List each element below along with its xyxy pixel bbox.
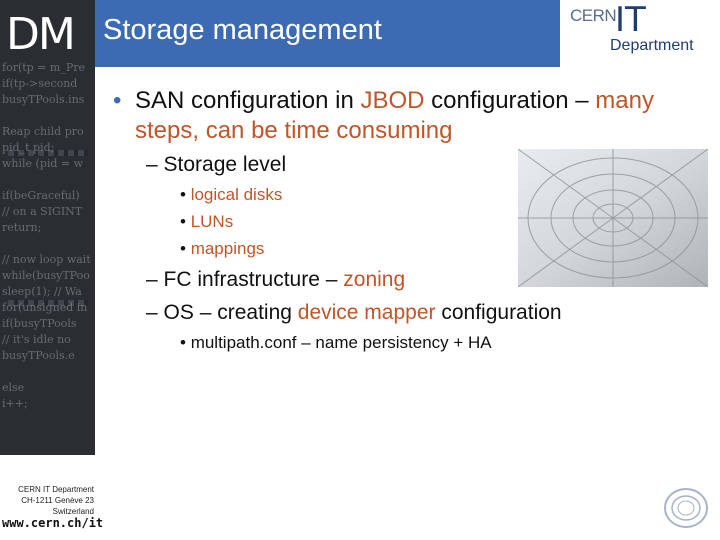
dash-marker: – (146, 301, 158, 324)
item-marker: • (180, 239, 186, 258)
item-text: logical disks (190, 185, 283, 204)
item-marker: • (180, 212, 186, 231)
code-line: busyTPools.ins (2, 93, 85, 106)
bullet-text: configuration – (424, 87, 596, 114)
code-line: busyTPools.e (2, 349, 75, 362)
cern-seal-icon (664, 488, 708, 528)
code-line: if(beGraceful) (2, 189, 80, 202)
footer-country: Switzerland (52, 507, 94, 516)
code-line (2, 108, 95, 124)
department-logo-text: Department (610, 37, 694, 54)
sidebar-code-background: for(tp = m_Pre if(tp->second busyTPools.in… (2, 60, 95, 412)
code-line: pid_t pid; (2, 141, 55, 154)
slide-title: Storage management (103, 14, 382, 46)
bullet-text: SAN configuration in (135, 87, 361, 114)
sidebar-footer (0, 455, 95, 540)
cern-logo-text: CERN (570, 6, 617, 25)
code-line: Reap child pro (2, 125, 84, 138)
sub-bullet-fc-infrastructure: – FC infrastructure – zoning (146, 268, 405, 292)
cern-it-logo: CERN IT Department (560, 0, 720, 67)
dash-marker: – (146, 268, 158, 291)
code-line: // now loop wait (2, 253, 91, 266)
code-line: // it's idle no (2, 333, 71, 346)
code-line: else (2, 381, 25, 394)
sub-bullet-accent: device mapper (297, 301, 436, 324)
code-line (2, 364, 95, 380)
code-line: if(tp->second (2, 77, 78, 90)
code-line: sleep(1); // Wa (2, 285, 82, 298)
header-bar: Storage management CERN IT Department (95, 0, 720, 67)
list-item: • mappings (180, 239, 264, 259)
left-sidebar-panel: for(tp = m_Pre if(tp->second busyTPools.in… (0, 0, 95, 540)
list-item: • multipath.conf – name persistency + HA (180, 333, 492, 353)
item-marker: • (180, 185, 186, 204)
code-line (2, 172, 95, 188)
code-line (2, 236, 95, 252)
code-line: i++; (2, 397, 28, 410)
cobweb-image (518, 149, 708, 287)
item-marker: • (180, 333, 186, 352)
it-logo-text: IT (615, 0, 646, 40)
sub-bullet-text: Storage level (163, 153, 287, 176)
footer-org: CERN IT Department (18, 485, 94, 494)
bullet-accent-time: many steps, can be time consuming (135, 87, 654, 144)
sub-bullet-text: FC infrastructure – (163, 268, 344, 291)
code-line: return; (2, 221, 42, 234)
server-rack-decoration (8, 150, 88, 156)
item-text: multipath.conf – name persistency + HA (190, 333, 492, 352)
footer-address: CH-1211 Genève 23 (21, 496, 94, 505)
bullet-accent-jbod: JBOD (360, 87, 425, 114)
code-line: while (pid = w (2, 157, 84, 170)
server-rack-decoration (8, 300, 88, 306)
bullet-marker: • (113, 87, 122, 114)
sub-bullet-os: – OS – creating device mapper configurat… (146, 301, 562, 325)
code-line: for(tp = m_Pre (2, 61, 86, 74)
sub-bullet-text: OS – creating (163, 301, 298, 324)
item-text: mappings (190, 239, 265, 258)
footer-url-link[interactable]: www.cern.ch/it (2, 516, 104, 530)
code-line: for(unsigned in (2, 301, 88, 314)
dm-logo: DM (6, 9, 76, 60)
dash-marker: – (146, 153, 158, 176)
item-text: LUNs (190, 212, 234, 231)
sub-bullet-storage-level: – Storage level (146, 153, 286, 177)
code-line: // on a SIGINT (2, 205, 83, 218)
list-item: • logical disks (180, 185, 282, 205)
sub-bullet-text: configuration (435, 301, 562, 324)
code-line: while(busyTPoo (2, 269, 90, 282)
list-item: • LUNs (180, 212, 233, 232)
sub-bullet-accent: zoning (343, 268, 406, 291)
code-line: if(busyTPools (2, 317, 77, 330)
